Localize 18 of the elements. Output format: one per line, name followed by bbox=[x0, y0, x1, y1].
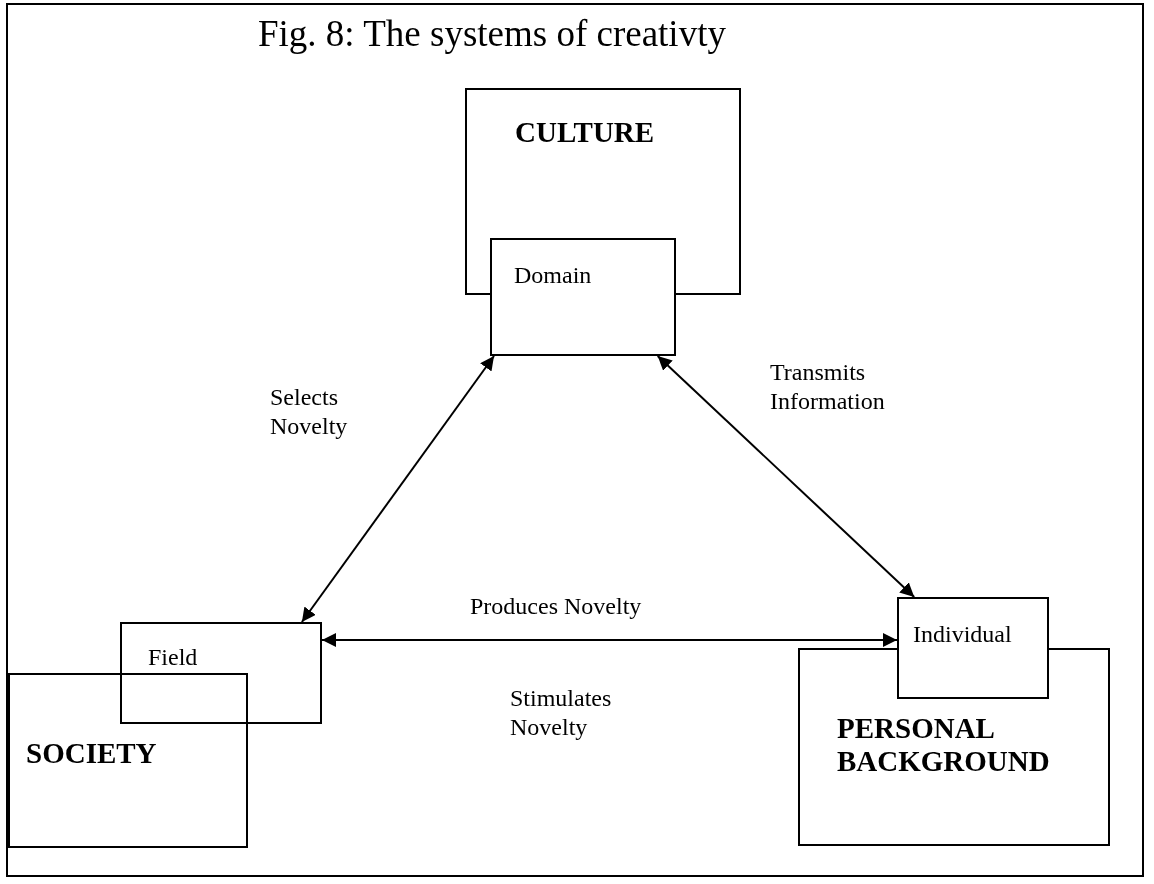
edge-label: Transmits Information bbox=[770, 358, 886, 416]
diagram-title: Fig. 8: The systems of creativty bbox=[258, 12, 726, 55]
double-headed-arrow bbox=[300, 355, 495, 623]
concept-box bbox=[8, 673, 248, 848]
concept-box bbox=[897, 597, 1049, 699]
box-heading: CULTURE bbox=[515, 116, 655, 150]
concept-box bbox=[120, 622, 322, 724]
box-label: Domain bbox=[514, 262, 592, 290]
double-headed-arrow bbox=[321, 633, 898, 647]
edge-label: Selects Novelty bbox=[270, 383, 349, 441]
note-text: Stimulates Novelty bbox=[510, 684, 613, 742]
box-label: Field bbox=[148, 644, 198, 672]
box-label: Individual bbox=[913, 621, 1012, 649]
edge-label: Produces Novelty bbox=[470, 592, 642, 621]
box-heading: SOCIETY bbox=[26, 737, 157, 771]
double-headed-arrow bbox=[656, 355, 916, 598]
concept-box bbox=[490, 238, 676, 356]
box-heading: PERSONAL BACKGROUND bbox=[837, 712, 1051, 779]
